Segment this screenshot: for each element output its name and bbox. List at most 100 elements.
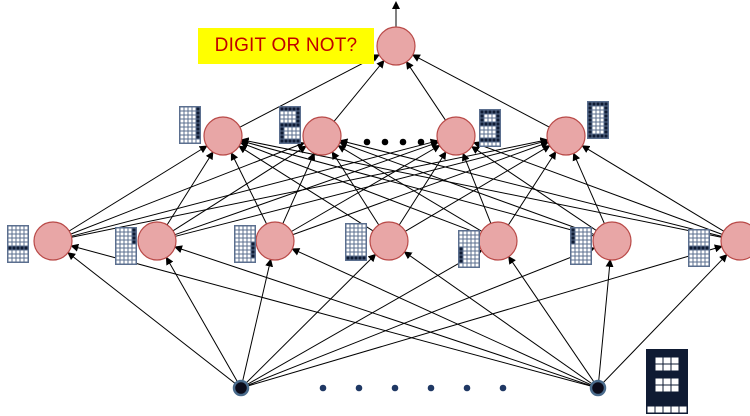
glyph-pixel xyxy=(488,134,492,138)
glyph-pixel xyxy=(292,107,296,111)
glyph-pixel xyxy=(480,142,484,146)
feature-glyph xyxy=(234,225,256,263)
glyph-pixel xyxy=(116,256,120,260)
glyph-pixel xyxy=(296,135,300,139)
connection-arrow xyxy=(405,60,446,121)
glyph-pixel xyxy=(235,246,239,250)
glyph-pixel xyxy=(116,248,120,252)
glyph-pixel xyxy=(671,385,679,392)
glyph-pixel xyxy=(8,234,12,238)
glyph-pixel xyxy=(480,126,484,130)
glyph-pixel xyxy=(463,243,467,247)
glyph-pixel xyxy=(12,250,16,254)
glyph-pixel xyxy=(471,243,475,247)
glyph-pixel xyxy=(655,392,663,399)
hidden-layer-2-neuron xyxy=(302,116,342,156)
input-digit-glyph xyxy=(646,349,688,414)
glyph-pixel xyxy=(488,118,492,122)
glyph-pixel xyxy=(188,115,192,119)
glyph-pixel xyxy=(354,252,358,256)
feature-glyph xyxy=(345,223,367,261)
glyph-pixel xyxy=(296,119,300,123)
glyph-pixel xyxy=(596,126,600,130)
glyph-pixel xyxy=(488,114,492,118)
glyph-pixel xyxy=(705,246,709,250)
glyph-pixel xyxy=(571,232,575,236)
glyph-pixel xyxy=(362,240,366,244)
glyph-pixel xyxy=(592,106,596,110)
glyph-pixel xyxy=(571,240,575,244)
glyph-pixel xyxy=(592,118,596,122)
feature-glyph xyxy=(570,227,592,265)
connection-arrow xyxy=(339,138,722,237)
glyph-pixel xyxy=(296,127,300,131)
glyph-pixel xyxy=(292,119,296,123)
glyph-pixel xyxy=(583,260,587,264)
glyph-pixel xyxy=(575,248,579,252)
glyph-pixel xyxy=(679,392,687,399)
glyph-pixel xyxy=(24,254,28,258)
glyph-pixel xyxy=(697,250,701,254)
glyph-pixel xyxy=(592,122,596,126)
glyph-pixel xyxy=(467,231,471,235)
glyph-pixel xyxy=(647,357,655,364)
glyph-pixel xyxy=(20,246,24,250)
glyph-pixel xyxy=(354,248,358,252)
glyph-pixel xyxy=(184,127,188,131)
connection-arrow xyxy=(508,255,595,383)
glyph-pixel xyxy=(128,232,132,236)
connection-arrow xyxy=(70,141,306,235)
glyph-pixel xyxy=(600,134,604,138)
glyph-pixel xyxy=(697,246,701,250)
glyph-pixel xyxy=(20,226,24,230)
glyph-pixel xyxy=(463,239,467,243)
glyph-pixel xyxy=(588,122,592,126)
glyph-pixel xyxy=(693,246,697,250)
glyph-pixel xyxy=(120,248,124,252)
glyph-pixel xyxy=(196,135,200,139)
glyph-pixel xyxy=(247,250,251,254)
glyph-pixel xyxy=(471,235,475,239)
glyph-pixel xyxy=(596,106,600,110)
glyph-pixel xyxy=(459,239,463,243)
glyph-pixel xyxy=(350,244,354,248)
glyph-pixel xyxy=(12,230,16,234)
glyph-pixel xyxy=(471,239,475,243)
connection-arrow xyxy=(71,138,439,237)
glyph-pixel xyxy=(196,115,200,119)
glyph-pixel xyxy=(583,232,587,236)
ellipsis-dot xyxy=(355,384,363,392)
glyph-pixel xyxy=(132,260,136,264)
connection-arrow xyxy=(246,249,483,385)
glyph-pixel xyxy=(180,127,184,131)
glyph-pixel xyxy=(496,126,500,130)
glyph-pixel xyxy=(16,250,20,254)
glyph-pixel xyxy=(128,260,132,264)
glyph-pixel xyxy=(679,406,687,413)
glyph-pixel xyxy=(693,250,697,254)
glyph-pixel xyxy=(484,118,488,122)
glyph-pixel xyxy=(358,248,362,252)
connection-arrow xyxy=(242,258,274,382)
ellipsis-dot xyxy=(381,138,389,146)
glyph-pixel xyxy=(463,235,467,239)
glyph-pixel xyxy=(24,258,28,262)
feature-glyph xyxy=(688,229,710,267)
glyph-pixel xyxy=(235,250,239,254)
glyph-pixel xyxy=(124,228,128,232)
glyph-pixel xyxy=(467,259,471,263)
glyph-pixel xyxy=(16,246,20,250)
connection-arrow xyxy=(67,252,236,385)
glyph-pixel xyxy=(701,250,705,254)
glyph-pixel xyxy=(12,226,16,230)
glyph-pixel xyxy=(647,350,655,357)
glyph-pixel xyxy=(24,238,28,242)
glyph-pixel xyxy=(284,139,288,143)
glyph-pixel xyxy=(24,242,28,246)
glyph-pixel xyxy=(604,134,608,138)
glyph-pixel xyxy=(8,258,12,262)
glyph-pixel xyxy=(679,399,687,406)
glyph-pixel xyxy=(604,122,608,126)
glyph-pixel xyxy=(296,111,300,115)
glyph-pixel xyxy=(243,246,247,250)
